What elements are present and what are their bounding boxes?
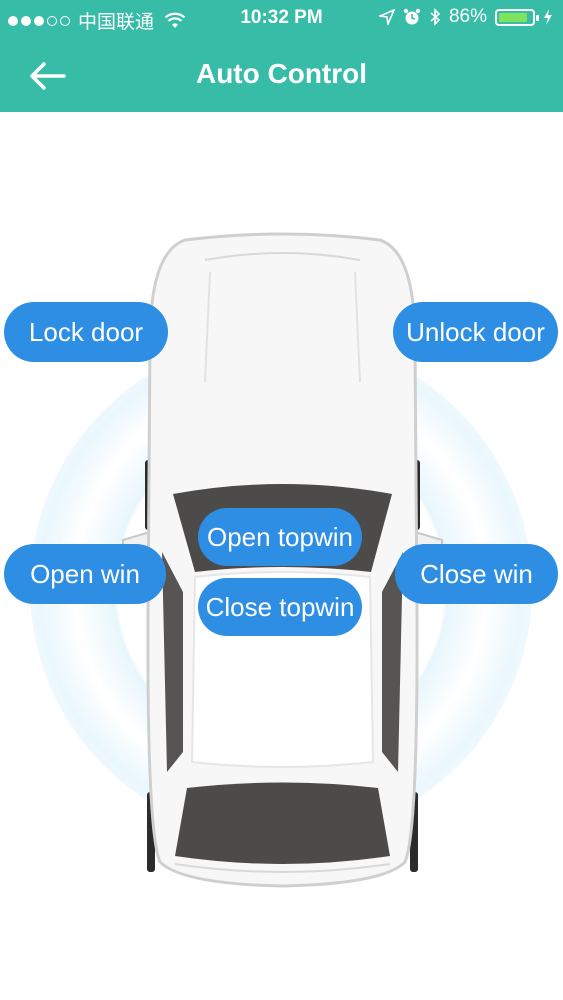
charging-bolt-icon [544,9,552,25]
header: 中国联通 10:32 PM 86% [0,0,563,112]
content-area: Lock door Unlock door Open win Close win… [0,112,563,1000]
back-arrow-icon [30,62,66,90]
open-window-button[interactable]: Open win [4,544,166,604]
signal-strength-icon [8,15,70,26]
alarm-clock-icon [403,8,421,25]
back-button[interactable] [26,56,70,96]
location-arrow-icon [378,9,395,25]
nav-bar: Auto Control [0,38,563,112]
status-bar: 中国联通 10:32 PM 86% [0,0,563,38]
lock-door-button[interactable]: Lock door [4,302,168,362]
status-right: 86% [378,6,553,28]
status-left: 中国联通 [8,7,186,34]
open-topwin-button[interactable]: Open topwin [198,508,362,566]
unlock-door-button[interactable]: Unlock door [393,302,558,362]
battery-percent: 86% [448,6,487,27]
close-topwin-button[interactable]: Close topwin [198,578,362,636]
battery-icon [495,8,539,26]
bluetooth-icon [430,8,441,26]
carrier-label: 中国联通 [78,12,155,33]
clock-time: 10:32 PM [240,7,323,28]
wifi-icon [164,12,186,28]
page-title: Auto Control [195,58,368,89]
battery-level-fill [499,12,527,22]
close-window-button[interactable]: Close win [395,544,558,604]
